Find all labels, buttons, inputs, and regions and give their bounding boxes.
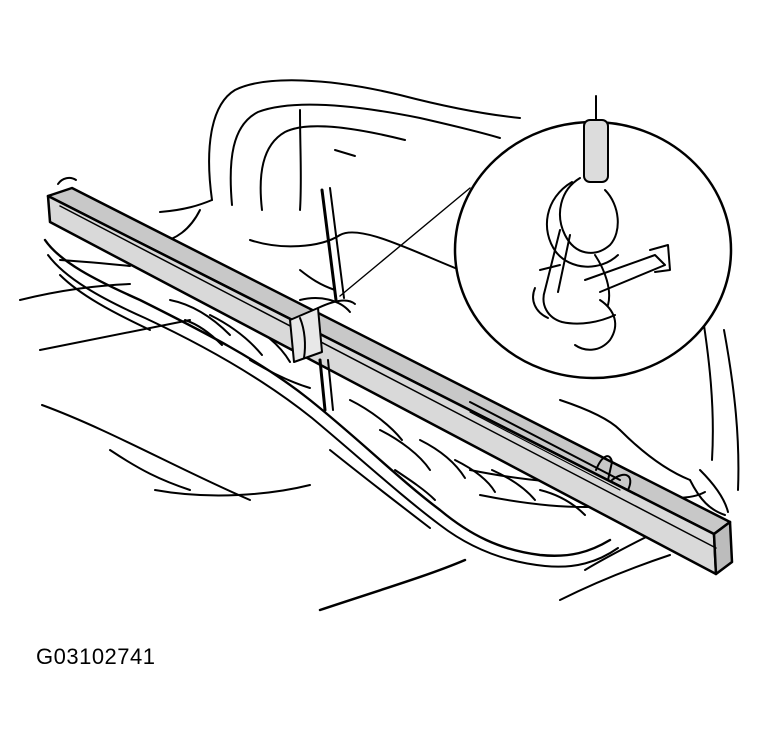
- engine-compartment-outline: [160, 80, 738, 515]
- hanger-rod: [300, 188, 350, 410]
- crossmember-detail: [170, 300, 585, 515]
- magnifier-leader: [340, 188, 470, 296]
- detail-magnifier-circle: [455, 96, 731, 378]
- wing-nut: [596, 456, 630, 490]
- support-bar: [48, 178, 732, 574]
- figure-reference-code: G03102741: [36, 644, 156, 669]
- bar-clamp: [290, 301, 355, 362]
